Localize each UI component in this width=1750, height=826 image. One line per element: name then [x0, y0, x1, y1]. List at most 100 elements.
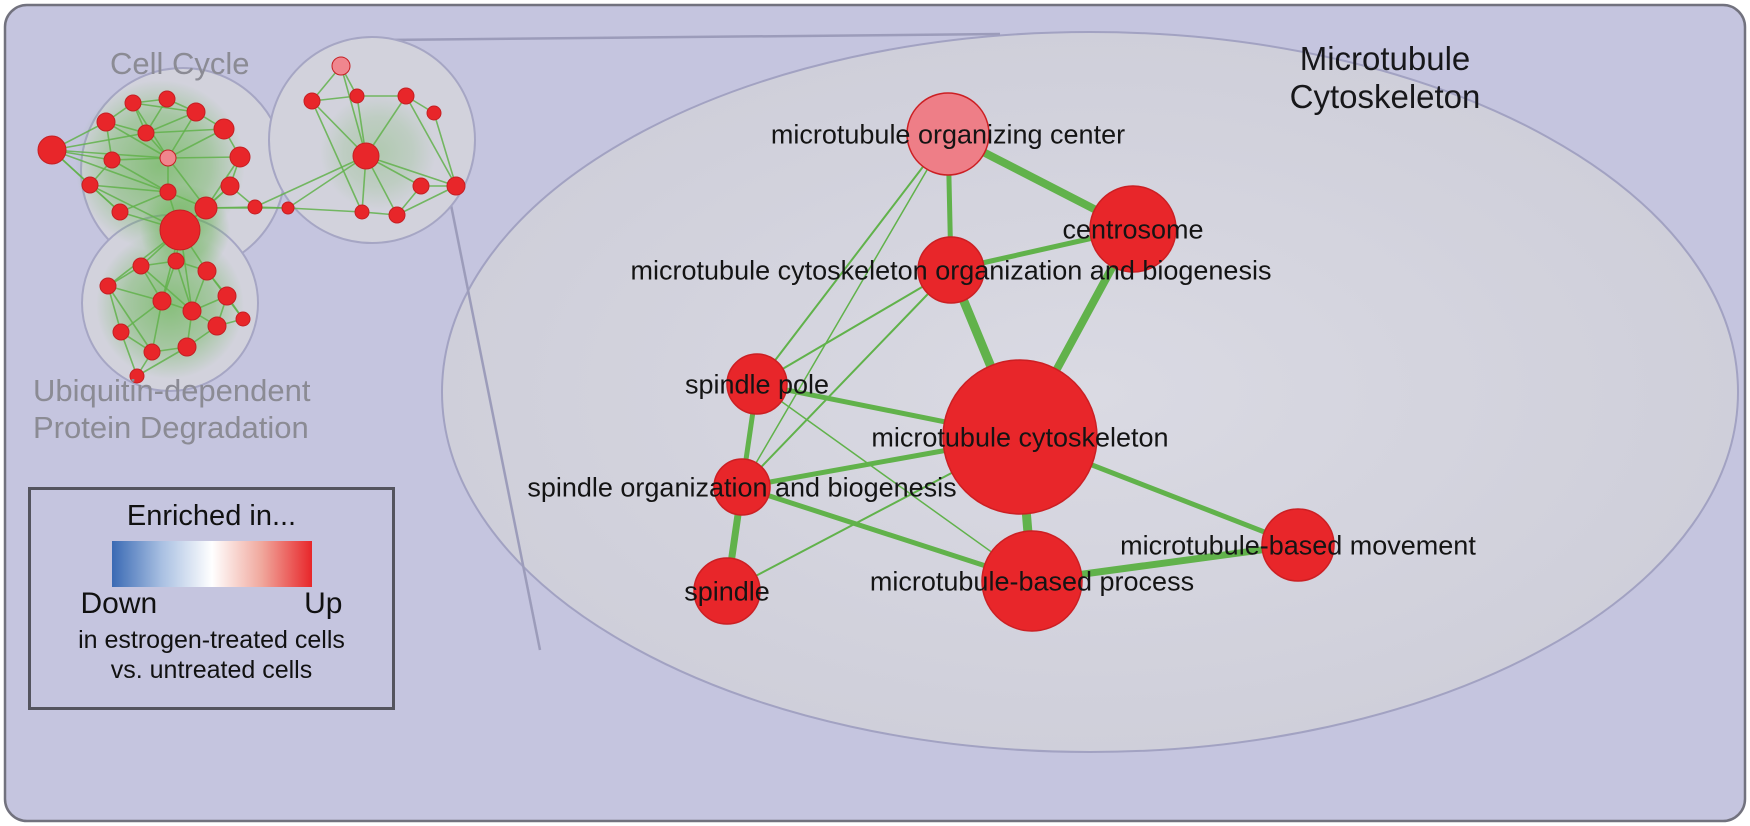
- detail-node-labels: microtubule organizing center centrosome m…: [527, 119, 1476, 606]
- zoom-cone-line-top: [382, 32, 1001, 42]
- overview-node: [412, 177, 430, 195]
- detail-edge-spindle_pole-mt_process: [756, 383, 1033, 582]
- overview-edge: [311, 100, 363, 213]
- overview-node: [446, 176, 466, 196]
- overview-edge: [365, 155, 457, 187]
- overview-node: [99, 277, 117, 295]
- detail-nodes: [693, 92, 1335, 632]
- detail-node-mt_org: [917, 236, 985, 304]
- legend-subtitle-line1: in estrogen-treated cells: [78, 626, 345, 654]
- overview-edge: [51, 149, 169, 193]
- detail-node-label-spindle: spindle: [684, 576, 770, 606]
- overview-node: [132, 257, 150, 275]
- overview-edge: [119, 191, 169, 213]
- legend-up-label: Up: [304, 587, 343, 620]
- zoom-cone: [382, 32, 1001, 651]
- overview-node: [303, 92, 321, 110]
- overview-node: [235, 311, 251, 327]
- overview-edge: [167, 128, 225, 159]
- overview-node: [112, 323, 130, 341]
- overview-node: [229, 146, 251, 168]
- overview-node: [388, 206, 406, 224]
- overview-edge: [405, 95, 457, 187]
- overview-node: [96, 112, 116, 132]
- detail-node-mt_process: [981, 530, 1083, 632]
- detail-title-line2: Cytoskeleton: [1290, 78, 1481, 115]
- overview-node: [129, 368, 145, 384]
- overview-node: [152, 291, 172, 311]
- overview-node: [213, 118, 235, 140]
- overview-node: [37, 135, 67, 165]
- overview-node: [159, 209, 201, 251]
- detail-node-spindle_org: [713, 458, 771, 516]
- detail-node-label-mt_movement: microtubule-based movement: [1120, 530, 1476, 560]
- detail-node-label-mt_process: microtubule-based process: [870, 566, 1194, 596]
- overview-edge: [396, 185, 457, 216]
- cluster-label-cell-cycle: Cell Cycle: [110, 46, 250, 81]
- overview-edge: [89, 184, 169, 193]
- overview-node: [281, 201, 295, 215]
- overview-node: [426, 105, 442, 121]
- overview-node: [111, 203, 129, 221]
- overview-edge: [167, 156, 241, 159]
- overview-node: [352, 142, 380, 170]
- overview-node: [159, 149, 177, 167]
- overview-nodes: [37, 56, 466, 384]
- overview-node: [217, 286, 237, 306]
- legend-title: Enriched in...: [126, 500, 297, 532]
- detail-ellipse: [441, 31, 1739, 753]
- detail-node-mt_cytoskeleton: [942, 359, 1098, 515]
- overview-node: [182, 301, 202, 321]
- overview-node: [137, 124, 155, 142]
- legend-subtitle: in estrogen-treated cells vs. untreated …: [78, 625, 345, 685]
- cluster-label-ubiquitin-line2: Protein Degradation: [33, 410, 309, 445]
- overview-node: [220, 176, 240, 196]
- detail-node-centrosome: [1089, 185, 1177, 273]
- detail-edge-moc-spindle_org: [741, 133, 949, 488]
- detail-node-spindle_pole: [726, 353, 788, 415]
- detail-edge-spindle_org-mt_process: [739, 484, 1035, 584]
- detail-edge-mt_org-spindle_pole: [756, 269, 952, 385]
- overview-node: [194, 196, 218, 220]
- overview-node: [197, 261, 217, 281]
- overview-edge: [105, 121, 169, 159]
- overview-edge: [433, 112, 457, 187]
- legend-gradient-bar: [111, 541, 312, 587]
- cluster-label-ubiquitin-line1: Ubiquitin-dependent: [33, 373, 311, 408]
- overview-node: [331, 56, 351, 76]
- overview-node: [397, 87, 415, 105]
- overview-node: [177, 337, 197, 357]
- detail-edge-mt_org-spindle_org: [741, 269, 952, 488]
- overview-node: [354, 204, 370, 220]
- overview-edge: [111, 157, 169, 161]
- detail-node-moc: [906, 92, 990, 176]
- overview-node: [158, 90, 176, 108]
- overview-node: [81, 176, 99, 194]
- overview-edge: [340, 65, 367, 157]
- overview-edge: [107, 285, 153, 353]
- detail-node-label-centrosome: centrosome: [1062, 214, 1203, 244]
- overview-node: [186, 102, 206, 122]
- detail-node-label-mt_cytoskeleton: microtubule cytoskeleton: [871, 422, 1168, 452]
- legend-subtitle-line2: vs. untreated cells: [110, 656, 313, 684]
- legend-down-label: Down: [80, 587, 158, 620]
- overview-node: [103, 151, 121, 169]
- detail-node-label-mt_org: microtubule cytoskeleton organization an…: [631, 255, 1272, 285]
- detail-edge-moc-spindle_pole: [756, 133, 949, 385]
- detail-node-spindle: [693, 557, 761, 625]
- overview-edge: [132, 102, 197, 113]
- legend: Enriched in... Down Up in estrogen-treat…: [28, 487, 395, 710]
- overview-edge: [254, 155, 367, 208]
- detail-title-line1: Microtubule: [1300, 40, 1471, 77]
- zoom-cone-line-bottom: [448, 199, 542, 651]
- overview-edge: [111, 159, 169, 193]
- overview-node: [143, 343, 161, 361]
- legend-end-labels: Down Up: [81, 587, 343, 621]
- overview-node: [124, 94, 142, 112]
- detail-node-label-spindle_pole: spindle pole: [685, 369, 829, 399]
- detail-node-label-moc: microtubule organizing center: [771, 119, 1125, 149]
- overview-node: [167, 252, 185, 270]
- overview-node: [207, 316, 227, 336]
- detail-node-label-spindle_org: spindle organization and biogenesis: [527, 472, 956, 502]
- overview-edge: [287, 155, 367, 209]
